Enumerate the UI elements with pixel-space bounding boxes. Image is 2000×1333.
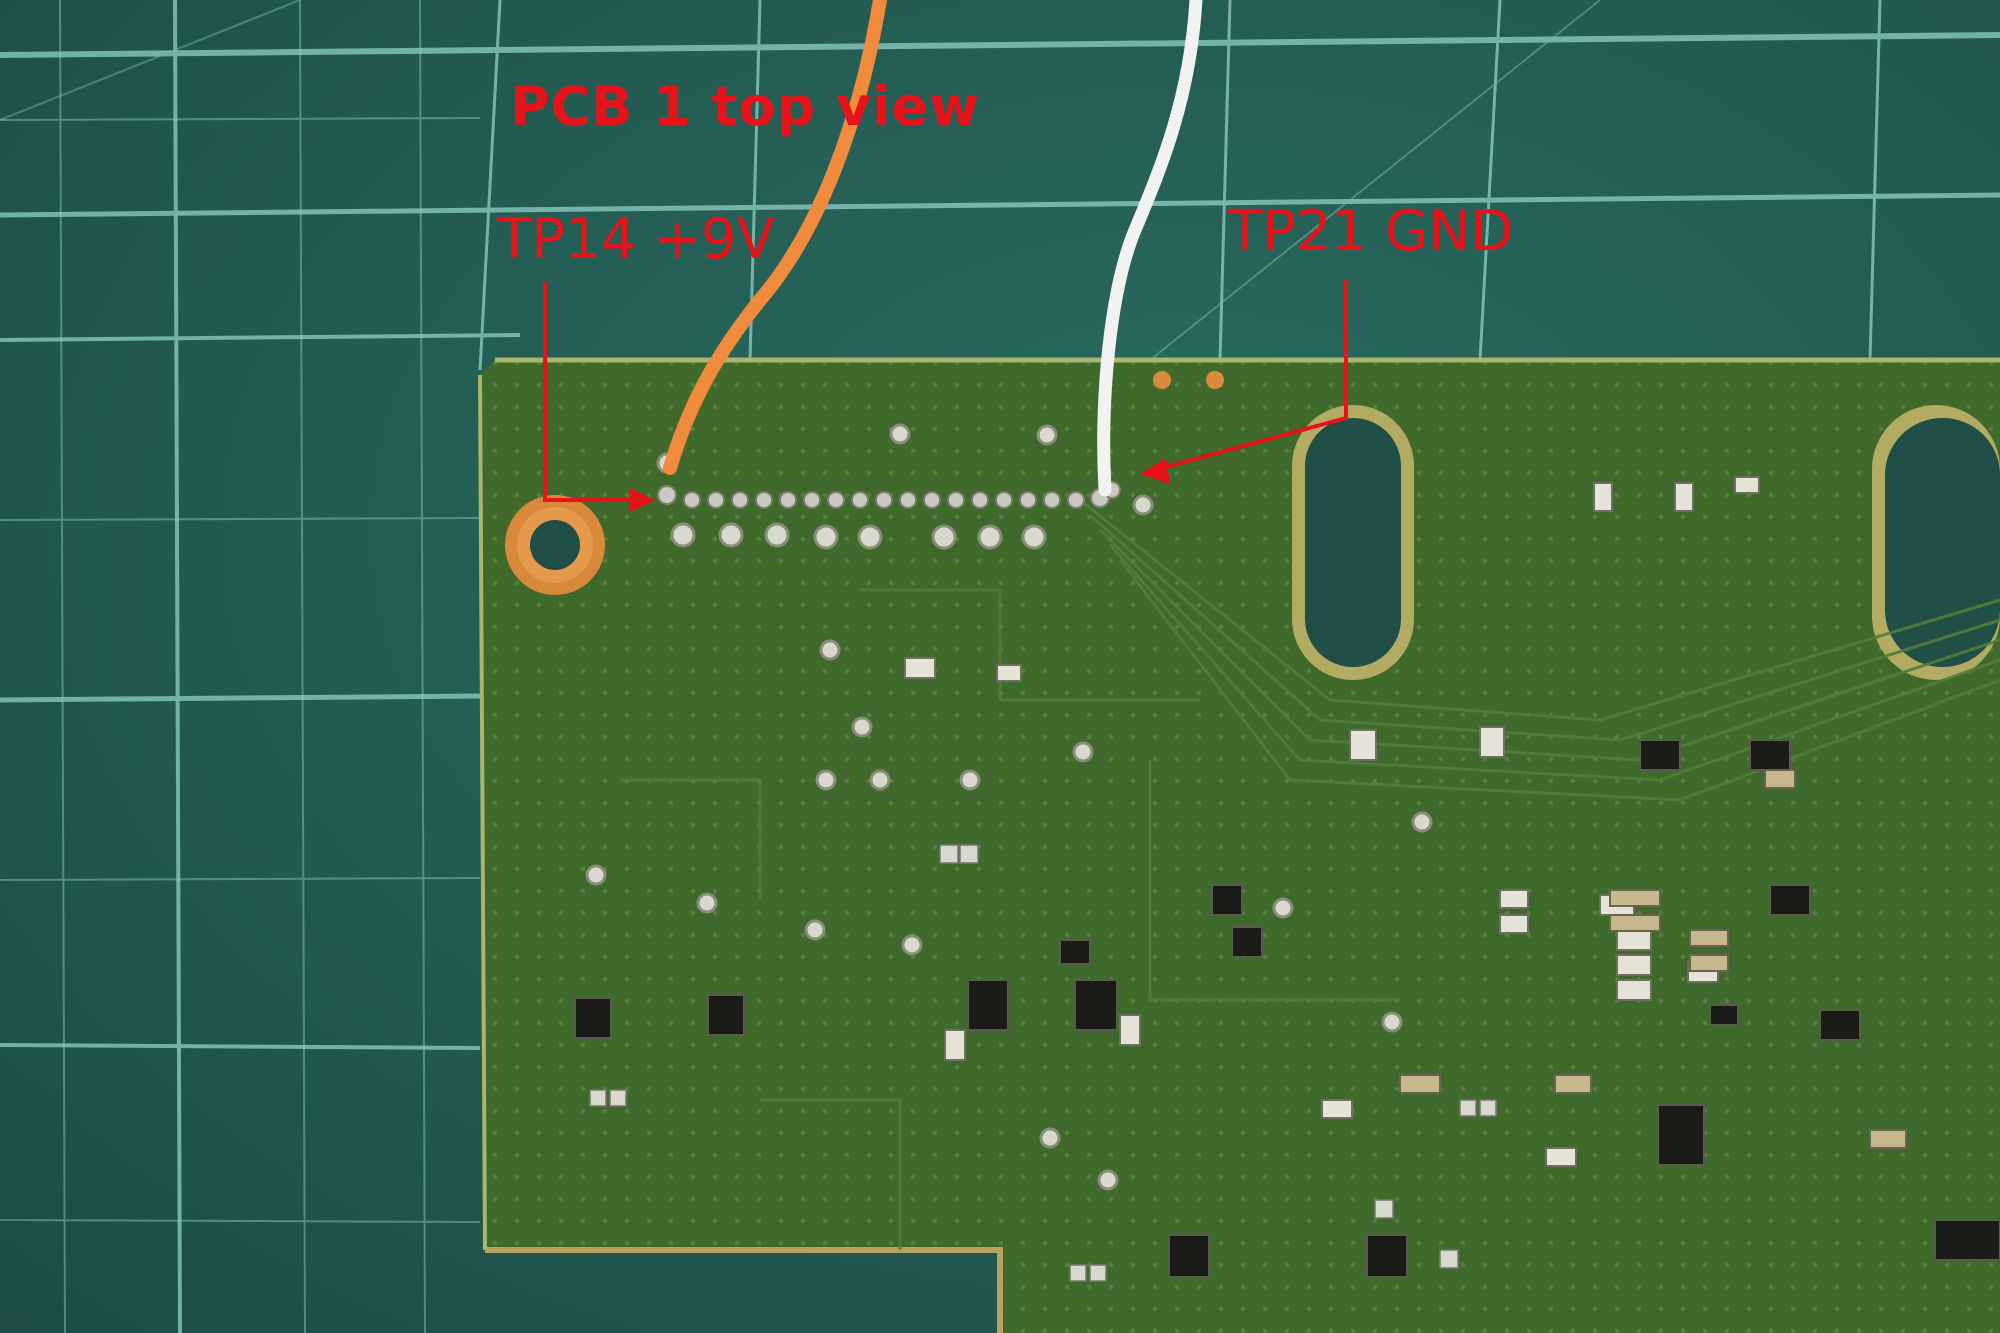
smd-components bbox=[574, 476, 2000, 1282]
annotation-title: PCB 1 top view bbox=[510, 75, 981, 138]
tp14-arrowhead bbox=[630, 488, 655, 512]
copper-pads bbox=[1153, 371, 1224, 389]
test-point-pads bbox=[585, 423, 1433, 1191]
annotation-arrows bbox=[543, 280, 1348, 502]
pcb-traces bbox=[620, 498, 2000, 1250]
annotation-tp21: TP21 GND bbox=[1228, 199, 1514, 264]
board-slots bbox=[1292, 405, 2000, 680]
pcb-board bbox=[478, 357, 2000, 1333]
orange-wire bbox=[663, 0, 887, 475]
tp21-arrowhead bbox=[1140, 458, 1170, 484]
white-wire bbox=[1097, 0, 1203, 497]
annotation-tp14: TP14 +9V bbox=[497, 207, 775, 272]
mounting-hole bbox=[505, 495, 605, 595]
solder-joint-row bbox=[657, 481, 1121, 509]
